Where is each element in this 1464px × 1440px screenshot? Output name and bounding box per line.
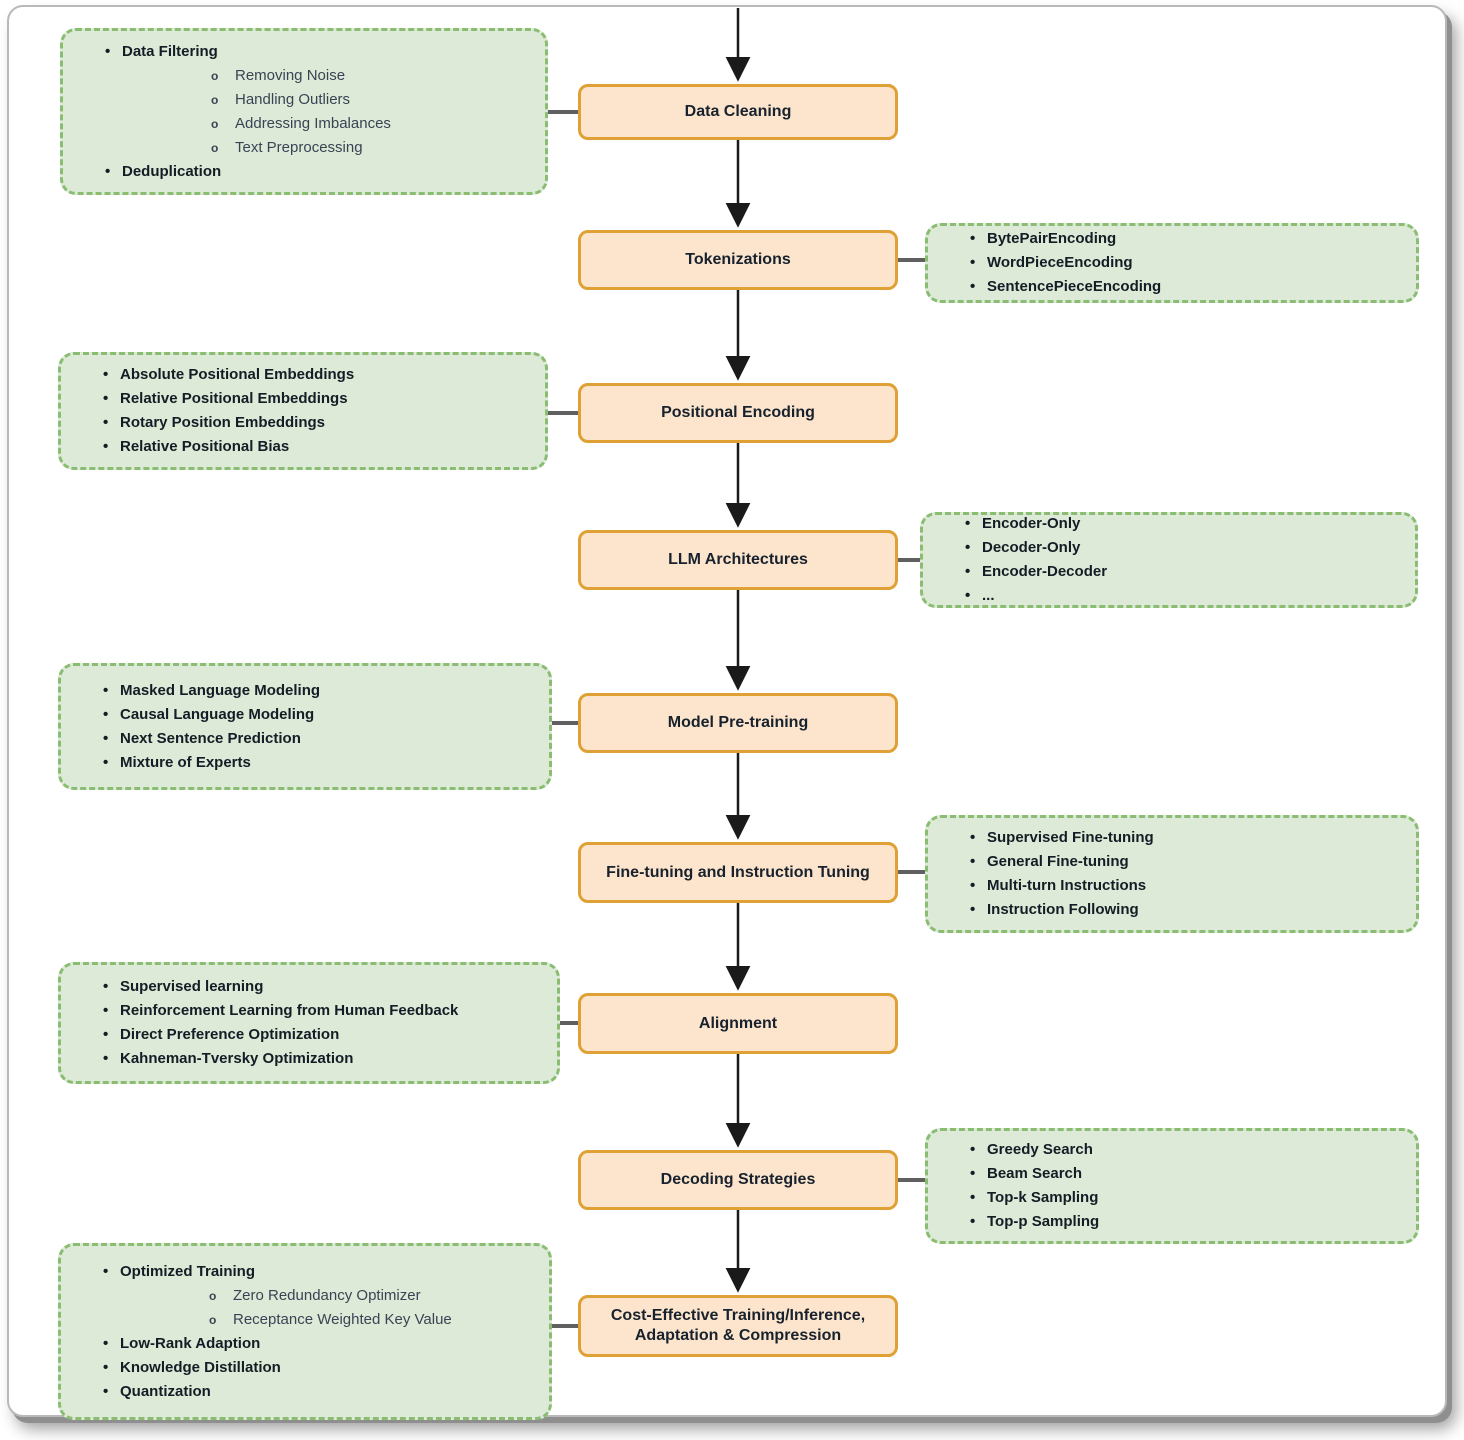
stage-box-alignment: Alignment — [578, 993, 898, 1054]
note-item: Absolute Positional Embeddings — [103, 363, 531, 387]
stage-box-finetuning: Fine-tuning and Instruction Tuning — [578, 842, 898, 903]
note-item: Causal Language Modeling — [103, 703, 535, 727]
note-box-alignment: Supervised learning Reinforcement Learni… — [58, 962, 560, 1084]
note-item: Decoder-Only — [965, 536, 1401, 560]
note-item: Multi-turn Instructions — [970, 874, 1402, 898]
note-box-tokenizations: BytePairEncoding WordPieceEncoding Sente… — [925, 223, 1419, 303]
note-item: Encoder-Only — [965, 512, 1401, 536]
note-item: Greedy Search — [970, 1138, 1402, 1162]
stage-label: Decoding Strategies — [660, 1171, 816, 1188]
note-item: Top-p Sampling — [970, 1210, 1402, 1234]
note-item: Beam Search — [970, 1162, 1402, 1186]
stage-box-tokenizations: Tokenizations — [578, 230, 898, 290]
note-box-decoding-strategies: Greedy Search Beam Search Top-k Sampling… — [925, 1128, 1419, 1244]
note-list: Masked Language Modeling Causal Language… — [103, 679, 535, 775]
note-list: Absolute Positional Embeddings Relative … — [103, 363, 531, 459]
stage-label: Model Pre-training — [667, 714, 809, 731]
note-item: BytePairEncoding — [970, 227, 1402, 251]
stage-box-decoding-strategies: Decoding Strategies — [578, 1150, 898, 1210]
note-item: Next Sentence Prediction — [103, 727, 535, 751]
note-item: Low-Rank Adaption — [103, 1332, 535, 1356]
note-item: Relative Positional Bias — [103, 435, 531, 459]
note-item: Optimized Training — [103, 1260, 535, 1284]
note-item: WordPieceEncoding — [970, 251, 1402, 275]
stage-label: Tokenizations — [685, 251, 791, 268]
note-box-finetuning: Supervised Fine-tuning General Fine-tuni… — [925, 815, 1419, 933]
note-box-llm-architectures: Encoder-Only Decoder-Only Encoder-Decode… — [920, 512, 1418, 608]
stage-label: Positional Encoding — [661, 404, 815, 421]
note-item: Top-k Sampling — [970, 1186, 1402, 1210]
note-list: Optimized Training Zero Redundancy Optim… — [103, 1260, 535, 1404]
note-item: ... — [965, 584, 1401, 608]
note-item: Quantization — [103, 1380, 535, 1404]
note-item: Masked Language Modeling — [103, 679, 535, 703]
note-list: Supervised learning Reinforcement Learni… — [103, 975, 543, 1071]
note-item: Supervised Fine-tuning — [970, 826, 1402, 850]
note-item: Reinforcement Learning from Human Feedba… — [103, 999, 543, 1023]
note-box-positional-encoding: Absolute Positional Embeddings Relative … — [58, 352, 548, 470]
stage-box-model-pretraining: Model Pre-training — [578, 693, 898, 753]
note-item: Encoder-Decoder — [965, 560, 1401, 584]
note-item: Mixture of Experts — [103, 751, 535, 775]
note-item: Receptance Weighted Key Value — [103, 1308, 535, 1332]
note-item: Text Preprocessing — [105, 136, 531, 160]
stage-box-cost-effective: Cost-Effective Training/Inference, Adapt… — [578, 1295, 898, 1357]
note-item: Knowledge Distillation — [103, 1356, 535, 1380]
note-item: Zero Redundancy Optimizer — [103, 1284, 535, 1308]
note-box-cost-effective: Optimized Training Zero Redundancy Optim… — [58, 1243, 552, 1420]
note-item: Addressing Imbalances — [105, 112, 531, 136]
stage-label: LLM Architectures — [668, 551, 808, 568]
stage-box-llm-architectures: LLM Architectures — [578, 530, 898, 590]
note-item: Kahneman-Tversky Optimization — [103, 1047, 543, 1071]
note-list: Data Filtering Removing Noise Handling O… — [105, 40, 531, 184]
note-item: Removing Noise — [105, 64, 531, 88]
note-list: BytePairEncoding WordPieceEncoding Sente… — [970, 227, 1402, 299]
stage-label: Fine-tuning and Instruction Tuning — [606, 863, 870, 881]
stage-label: Data Cleaning — [684, 103, 792, 120]
note-item: Supervised learning — [103, 975, 543, 999]
stage-label: Cost-Effective Training/Inference, Adapt… — [610, 1307, 866, 1344]
note-item: Data Filtering — [105, 40, 531, 64]
note-item: Deduplication — [105, 160, 531, 184]
note-item: Instruction Following — [970, 898, 1402, 922]
note-item: Direct Preference Optimization — [103, 1023, 543, 1047]
note-list: Supervised Fine-tuning General Fine-tuni… — [970, 826, 1402, 922]
stage-label: Alignment — [698, 1014, 778, 1032]
stage-box-data-cleaning: Data Cleaning — [578, 84, 898, 140]
note-item: General Fine-tuning — [970, 850, 1402, 874]
note-box-data-cleaning: Data Filtering Removing Noise Handling O… — [60, 28, 548, 195]
note-list: Encoder-Only Decoder-Only Encoder-Decode… — [965, 512, 1401, 608]
note-box-model-pretraining: Masked Language Modeling Causal Language… — [58, 663, 552, 790]
stage-box-positional-encoding: Positional Encoding — [578, 383, 898, 443]
note-item: Relative Positional Embeddings — [103, 387, 531, 411]
note-item: SentencePieceEncoding — [970, 275, 1402, 299]
note-item: Rotary Position Embeddings — [103, 411, 531, 435]
note-item: Handling Outliers — [105, 88, 531, 112]
note-list: Greedy Search Beam Search Top-k Sampling… — [970, 1138, 1402, 1234]
